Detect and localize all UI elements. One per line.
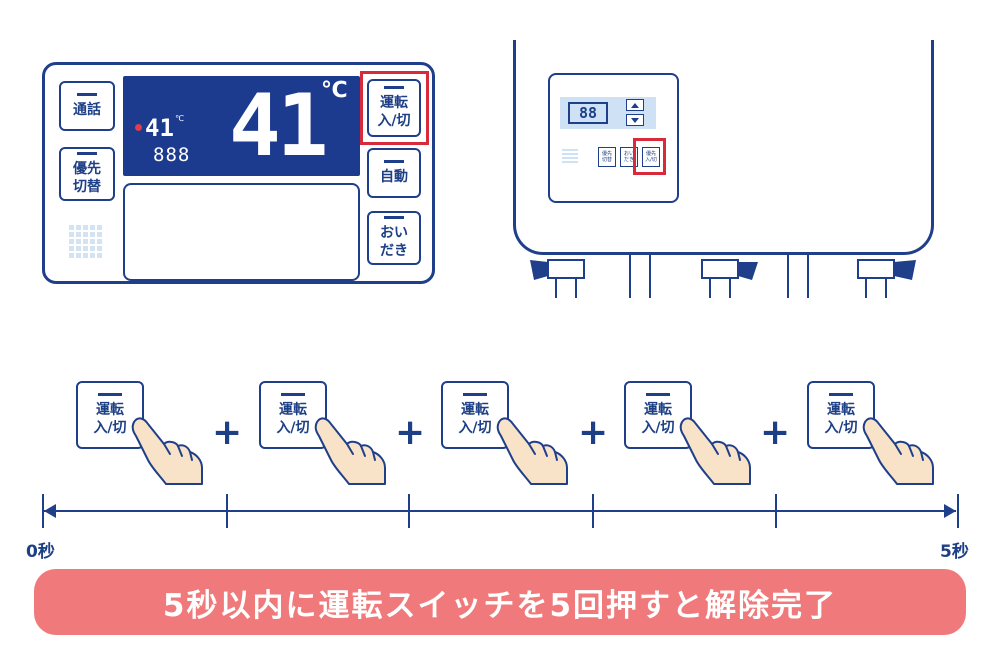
auto-button[interactable]: 自動 [367,148,421,198]
pointing-hand-icon [862,417,934,485]
small-temperature: 41 [145,114,174,142]
heater-display: 88 [560,97,656,129]
power-label-2: 入/切 [377,112,411,129]
small-digits: 888 [153,144,191,166]
pipe-cap-center [738,262,758,280]
main-temperature-unit: ℃ [321,78,348,103]
lcd-display: 41 ℃ 888 41 ℃ [123,76,360,176]
mini-label: 入/切 [645,157,657,163]
pipe-fitting-left [547,259,585,279]
pointing-hand-icon [314,417,386,485]
step-label-2: 入/切 [276,420,310,436]
priority-label-1: 優先 [73,161,101,177]
power-button-step: 運転入/切 [259,381,327,449]
heater-power-highlight [633,138,666,175]
power-label-1: 運転 [380,95,408,111]
water-heater-unit [513,40,934,255]
reheat-label-1: おい [380,225,408,241]
plus-sign: + [395,412,426,453]
heater-pipes [530,255,916,298]
power-button-step: 運転入/切 [807,381,875,449]
mini-label: おい [623,151,634,157]
timeline-tick [957,494,959,528]
pipe-fitting-right [857,259,895,279]
timeline-end-label: 5秒 [940,542,969,562]
pointing-hand-icon [496,417,568,485]
speaker-grille [69,225,102,258]
power-button[interactable]: 運転 入/切 [367,79,421,137]
mini-label: 切替 [601,157,612,163]
timeline-tick [408,494,410,528]
talk-button[interactable]: 通話 [59,81,115,131]
button-indicator [98,392,122,396]
timeline [44,504,956,518]
button-indicator [384,86,404,89]
heater-digits: 88 [568,102,608,124]
down-arrow-icon [631,117,639,123]
step-label-2: 入/切 [93,420,127,436]
mini-label: だき [623,157,634,163]
plus-sign: + [760,412,791,453]
panel-cover [123,183,360,281]
priority-label-2: 切替 [73,178,101,195]
pointing-hand-icon [131,417,203,485]
step-label-1: 運転 [461,401,489,418]
timeline-tick [42,494,44,528]
timeline-tick [775,494,777,528]
power-button-step: 運転入/切 [441,381,509,449]
button-indicator [281,392,305,396]
plus-sign: + [212,412,243,453]
pipe-cap-left [530,260,548,280]
power-button-step: 運転入/切 [76,381,144,449]
heater-speaker-grille [562,149,578,165]
pipe-fitting-center [701,259,739,279]
button-indicator [77,92,97,96]
remote-control-panel: 通話 優先 切替 41 ℃ 888 41 ℃ 運転 入/切 自動 おい だき [42,62,435,284]
power-button-step: 運転入/切 [624,381,692,449]
heater-reheat-button[interactable]: おい だき [620,147,638,167]
small-temperature-unit: ℃ [175,114,184,123]
heater-control-panel: 88 優先 切替 おい だき 優先 入/切 [548,73,679,203]
power-button-highlight [360,71,429,145]
step-label-2: 入/切 [458,420,492,436]
reheat-label-2: だき [380,242,408,259]
talk-button-label: 通話 [73,101,101,118]
step-label-1: 運転 [827,401,855,418]
button-indicator [463,392,487,396]
main-temperature: 41 [229,76,329,176]
step-label-1: 運転 [644,401,672,418]
step-label-1: 運転 [96,401,124,418]
arrow-right-icon [944,504,956,518]
button-indicator [829,392,853,396]
step-label-1: 運転 [279,401,307,418]
priority-switch-button[interactable]: 優先 切替 [59,147,115,201]
button-indicator [646,392,670,396]
heater-priority-button[interactable]: 優先 切替 [598,147,616,167]
pipe-cap-right [894,260,916,280]
button-indicator [384,216,404,219]
plus-sign: + [578,412,609,453]
up-arrow-icon [631,102,639,108]
temp-up-button[interactable] [626,99,644,111]
step-label-2: 入/切 [641,420,675,436]
auto-button-label: 自動 [380,168,408,185]
reheat-button[interactable]: おい だき [367,211,421,265]
mini-label: 優先 [601,151,612,157]
heater-power-button[interactable]: 優先 入/切 [642,147,660,167]
status-dot [135,124,142,131]
step-label-2: 入/切 [824,420,858,436]
button-indicator [77,152,97,155]
timeline-start-label: 0秒 [26,542,55,562]
pointing-hand-icon [679,417,751,485]
temp-down-button[interactable] [626,114,644,126]
timeline-tick [226,494,228,528]
timeline-tick [592,494,594,528]
arrow-left-icon [44,504,56,518]
mini-label: 優先 [645,151,656,157]
instruction-banner: 5秒以内に運転スイッチを5回押すと解除完了 [34,569,966,635]
button-indicator [384,159,404,163]
